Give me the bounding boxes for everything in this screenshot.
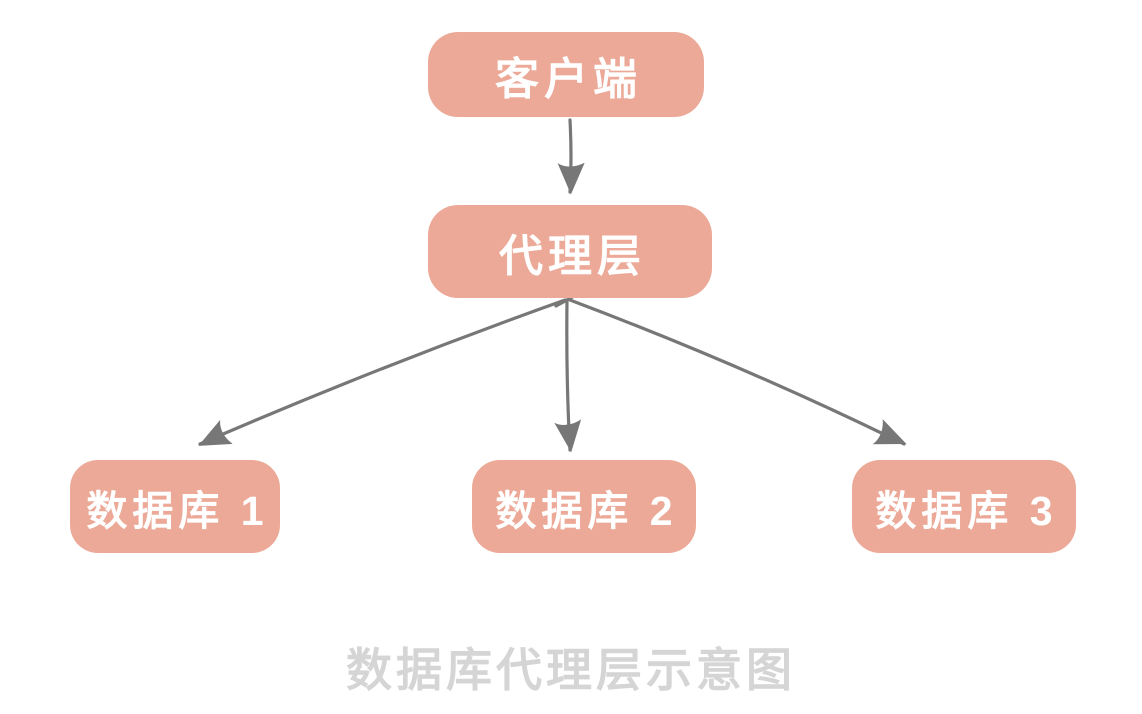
edge-client-proxy <box>570 118 571 192</box>
node-database-1: 数据库 1 <box>70 460 280 553</box>
edge-proxy-db3 <box>568 298 904 446</box>
node-database-3: 数据库 3 <box>852 460 1076 553</box>
node-database-2: 数据库 2 <box>472 460 696 553</box>
node-client: 客户端 <box>428 32 704 117</box>
diagram-caption: 数据库代理层示意图 <box>346 644 796 696</box>
node-database-3-label: 数据库 3 <box>875 487 1058 534</box>
edge-proxy-db1 <box>200 298 567 444</box>
node-database-1-label: 数据库 1 <box>86 487 269 534</box>
node-proxy-label: 代理层 <box>499 231 646 281</box>
edge-proxy-db2 <box>567 298 570 450</box>
node-database-2-label: 数据库 2 <box>495 487 678 534</box>
node-proxy: 代理层 <box>428 205 712 298</box>
node-client-label: 客户端 <box>495 54 642 104</box>
